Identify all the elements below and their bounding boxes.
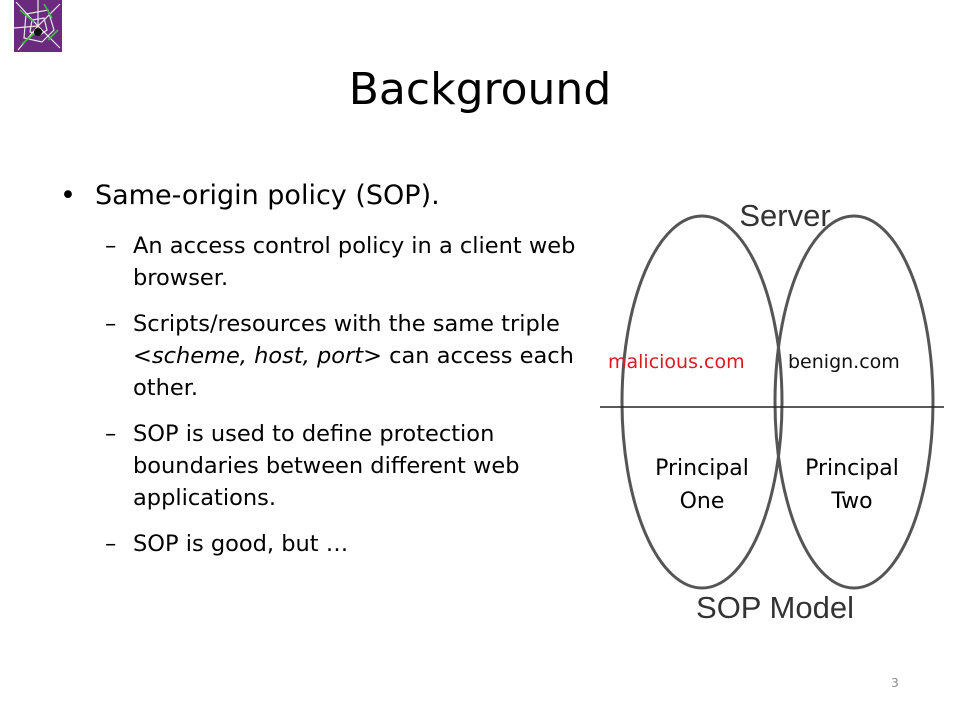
sub-bullet-3: – SOP is used to define protection bound… (60, 418, 623, 514)
dash-marker: – (105, 311, 117, 337)
principal-one-line1: Principal (655, 456, 749, 481)
principal-one-line2: One (679, 489, 725, 514)
bullet-main: • Same-origin policy (SOP). (60, 176, 620, 216)
benign-domain-label: benign.com (788, 351, 900, 373)
sub-bullet-text: SOP is used to define protection boundar… (133, 421, 520, 511)
principal-one-ellipse (620, 214, 784, 590)
sop-model-label: SOP Model (696, 590, 854, 625)
principal-two-label: Principal Two (782, 452, 922, 518)
sub-bullet-4: – SOP is good, but … (60, 528, 623, 560)
sub-bullet-2: – Scripts/resources with the same triple… (60, 308, 623, 404)
bullet-main-text: Same-origin policy (SOP). (95, 180, 440, 211)
principal-two-ellipse (773, 214, 935, 590)
dash-marker: – (105, 531, 117, 557)
dash-marker: – (105, 421, 117, 447)
sop-diagram (600, 214, 944, 590)
sub-bullet-text-italic: <scheme, host, port> (133, 343, 382, 369)
page-number: 3 (891, 676, 899, 690)
bullet-dot: • (60, 180, 76, 211)
principal-two-line2: Two (831, 489, 873, 514)
logo-icon (13, 0, 62, 52)
principal-two-line1: Principal (805, 456, 899, 481)
sub-bullet-text-post: can access each other. (133, 343, 574, 401)
sub-bullet-text: SOP is good, but … (133, 531, 349, 557)
sub-bullet-text: An access control policy in a client web… (133, 233, 576, 291)
principal-one-label: Principal One (632, 452, 772, 518)
malicious-domain-label: malicious.com (608, 351, 745, 373)
sub-bullet-text-pre: Scripts/resources with the same triple (133, 311, 560, 337)
sub-bullet-1: – An access control policy in a client w… (60, 230, 623, 294)
server-label: Server (739, 198, 831, 233)
bullet-list: • Same-origin policy (SOP). – An access … (60, 176, 620, 574)
dash-marker: – (105, 233, 117, 259)
slide-title: Background (348, 64, 612, 115)
